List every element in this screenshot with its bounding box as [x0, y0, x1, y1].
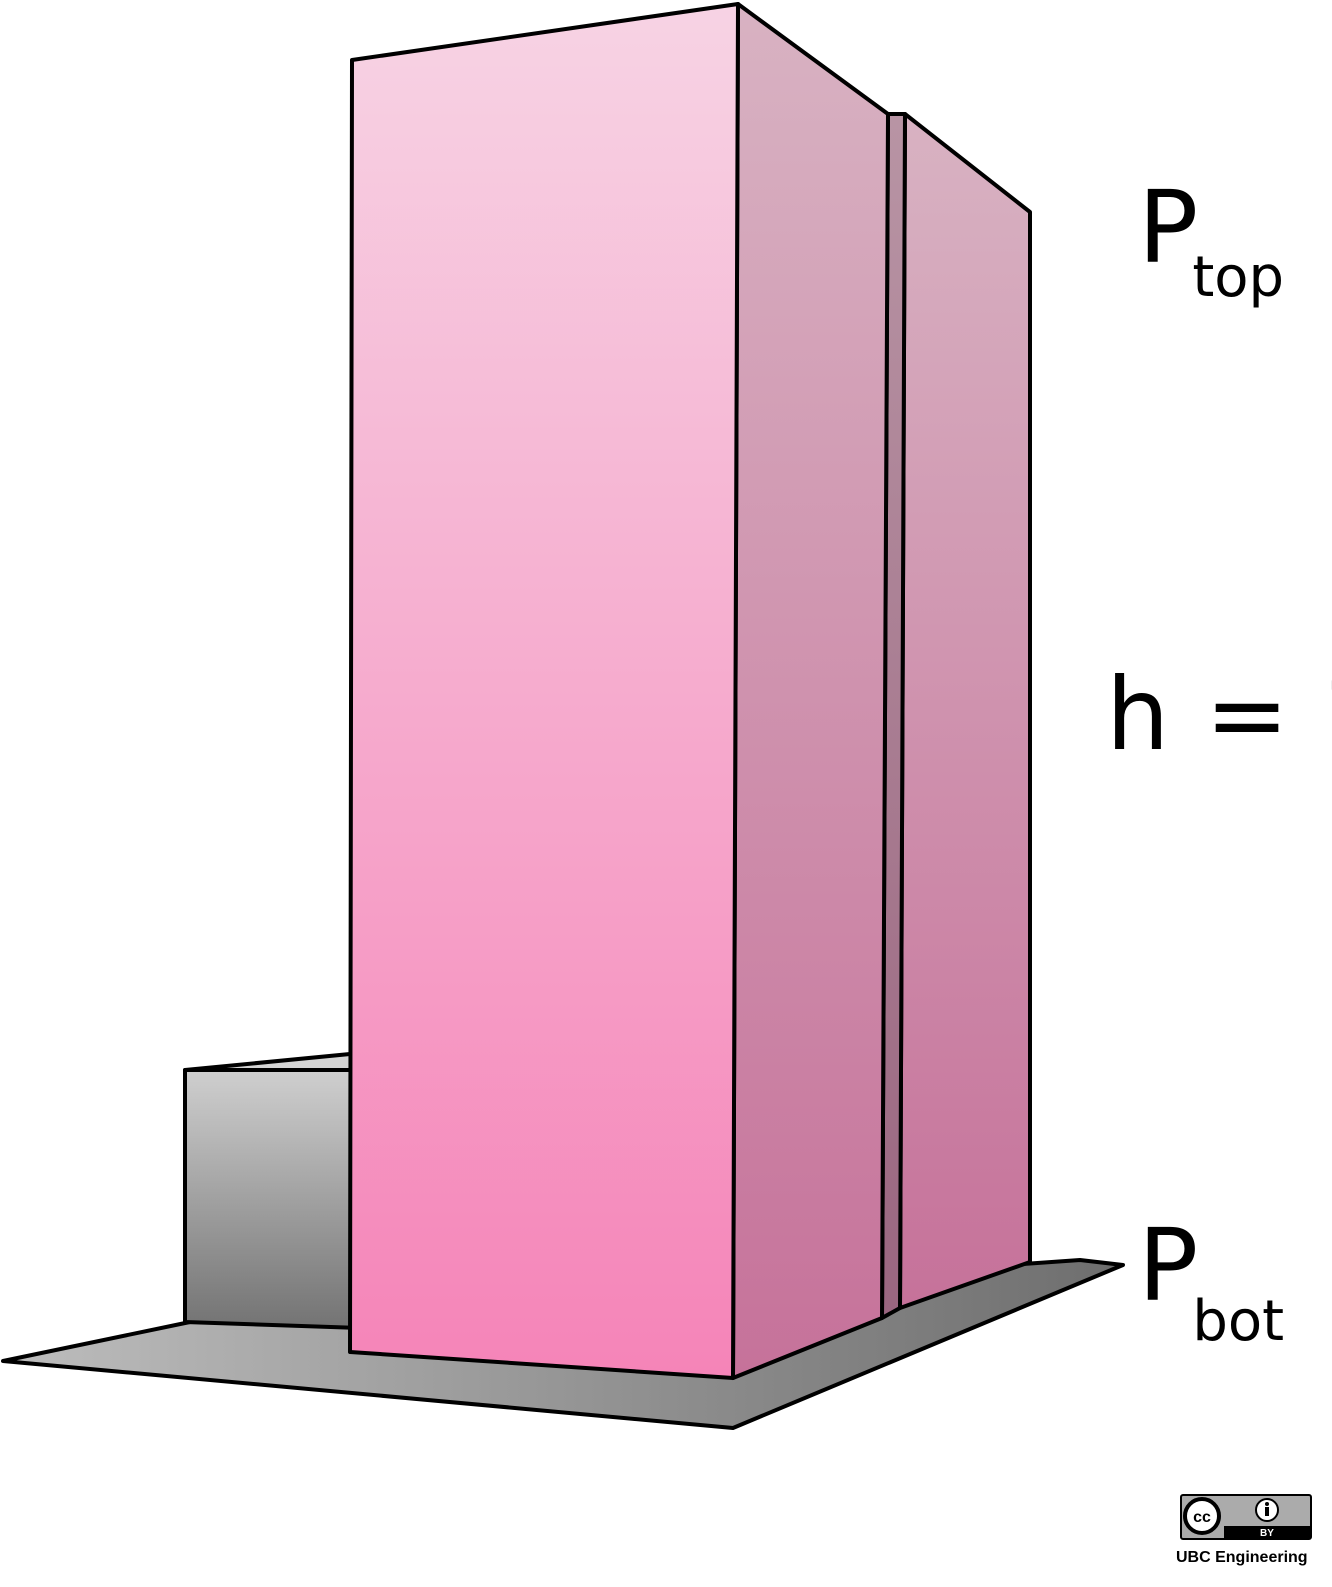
by-text: BY [1260, 1528, 1274, 1539]
small-box-top [183, 1052, 362, 1072]
license-credit: UBC Engineering [1176, 1549, 1308, 1566]
tower [348, 2, 1032, 1380]
tower-side-back [898, 112, 1032, 1310]
small-box-front [183, 1068, 362, 1330]
attribution-person-icon [1255, 1498, 1279, 1522]
pressure-bottom-label: Pbot [1138, 1216, 1284, 1350]
pressure-bottom-subscript: bot [1192, 1289, 1285, 1354]
height-question-label: h = ? [1106, 656, 1332, 773]
pressure-top-label: Ptop [1138, 178, 1284, 306]
cc-badge-text: cc [1193, 1509, 1211, 1526]
pressure-top-subscript: top [1192, 245, 1285, 310]
creative-commons-icon: cc [1183, 1497, 1221, 1535]
pressure-bottom-symbol: P [1138, 1207, 1199, 1324]
cc-by-license-badge: cc BY [1180, 1494, 1312, 1540]
tower-side-front [731, 2, 890, 1380]
tower-front [348, 2, 740, 1380]
small-box [183, 1052, 362, 1330]
pressure-top-symbol: P [1138, 169, 1199, 286]
